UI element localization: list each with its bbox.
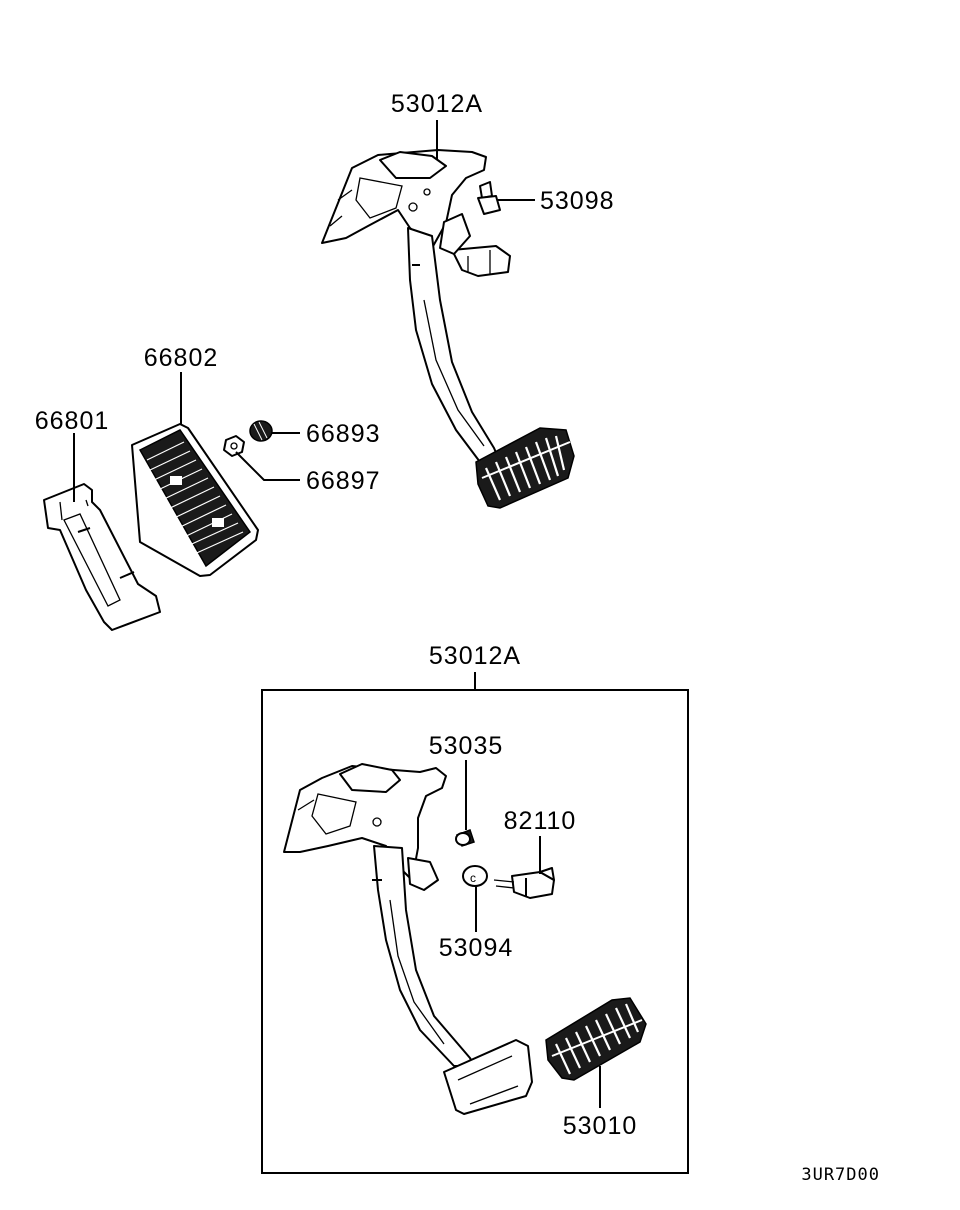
label-bracket: 66801 xyxy=(35,407,110,435)
top-pedal-assembly xyxy=(321,149,575,509)
label-bolt: 53098 xyxy=(540,187,615,215)
label-nut-b: 66897 xyxy=(306,467,381,495)
box-pedal-assembly xyxy=(283,763,533,1115)
nut-66897 xyxy=(223,435,245,457)
bracket-66801 xyxy=(43,483,161,631)
label-box-pedal-assy: 53012A xyxy=(429,642,521,670)
switch-82110 xyxy=(493,867,555,899)
stopper-53035 xyxy=(455,829,475,847)
pad-wedge xyxy=(131,423,259,577)
pedal-pad-53010 xyxy=(545,997,647,1081)
leader-nut-b xyxy=(235,451,300,481)
label-pad-upper: 66802 xyxy=(144,344,219,372)
kit-box xyxy=(261,689,689,1174)
label-pedal-pad: 53010 xyxy=(563,1112,638,1140)
diagram-code: 3UR7D00 xyxy=(801,1165,880,1185)
svg-text:c: c xyxy=(470,871,476,885)
label-nut-a: 66893 xyxy=(306,420,381,448)
label-top-pedal-assy: 53012A xyxy=(391,90,483,118)
washer-53094: c xyxy=(462,865,488,887)
label-stopper: 53035 xyxy=(429,732,504,760)
label-washer: 53094 xyxy=(439,934,514,962)
nut-66893 xyxy=(249,420,273,442)
label-switch: 82110 xyxy=(504,807,577,835)
